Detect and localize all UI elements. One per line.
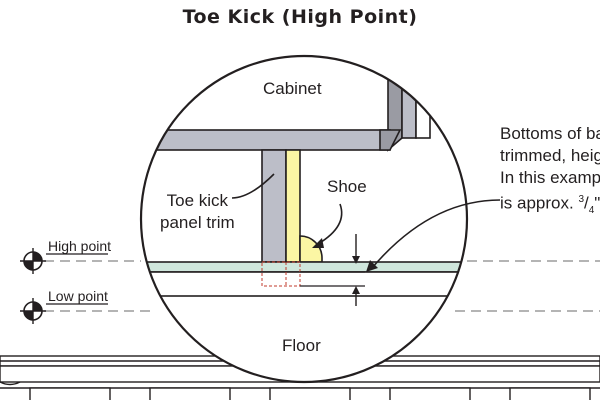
- note-leader-arrow-icon: [366, 260, 378, 272]
- toe-kick-label-line1: Toe kick: [166, 191, 229, 210]
- toe-kick-panel: [261, 149, 287, 263]
- toe-kick-label: Toe kick panel trim: [160, 190, 235, 234]
- low-point-label: Low point: [48, 288, 108, 304]
- note-text: Bottoms of bas trimmed, heigh In this ex…: [500, 123, 600, 222]
- toe-kick-trim: [285, 149, 301, 263]
- high-point-label: High point: [48, 238, 112, 254]
- note-leader: [371, 199, 501, 269]
- floor-label: Floor: [282, 336, 321, 355]
- high-point-marker-icon: [20, 248, 46, 274]
- toe-kick-label-line2: panel trim: [160, 213, 235, 232]
- note-line4: is approx. 3/4" a: [500, 189, 600, 222]
- note-line4-post: " a: [594, 193, 600, 213]
- shoe-label: Shoe: [327, 177, 367, 196]
- low-point-marker-icon: [20, 298, 46, 324]
- note-line4-pre: is approx.: [500, 193, 579, 213]
- diagram-title: Toe Kick (High Point): [182, 6, 418, 28]
- hidden-panel-bottom: [261, 261, 301, 287]
- cabinet-bottom-shelf: [141, 129, 402, 151]
- note-line1: Bottoms of bas: [500, 124, 600, 143]
- cabinet-label: Cabinet: [263, 79, 322, 98]
- toe-kick-leader: [231, 173, 275, 199]
- note-line3: In this example: [500, 168, 600, 187]
- shoe-leader: [317, 203, 343, 245]
- note-fraction-num: 3: [578, 194, 584, 205]
- gap-dimension: [352, 234, 360, 306]
- note-fraction-den: 4: [588, 205, 595, 217]
- floor-body: [141, 271, 467, 297]
- note-line2: trimmed, heigh: [500, 146, 600, 165]
- shoe-leader-arrow-icon: [312, 238, 324, 248]
- detail-circle-outline: [139, 54, 469, 384]
- floor-strip: [141, 261, 467, 273]
